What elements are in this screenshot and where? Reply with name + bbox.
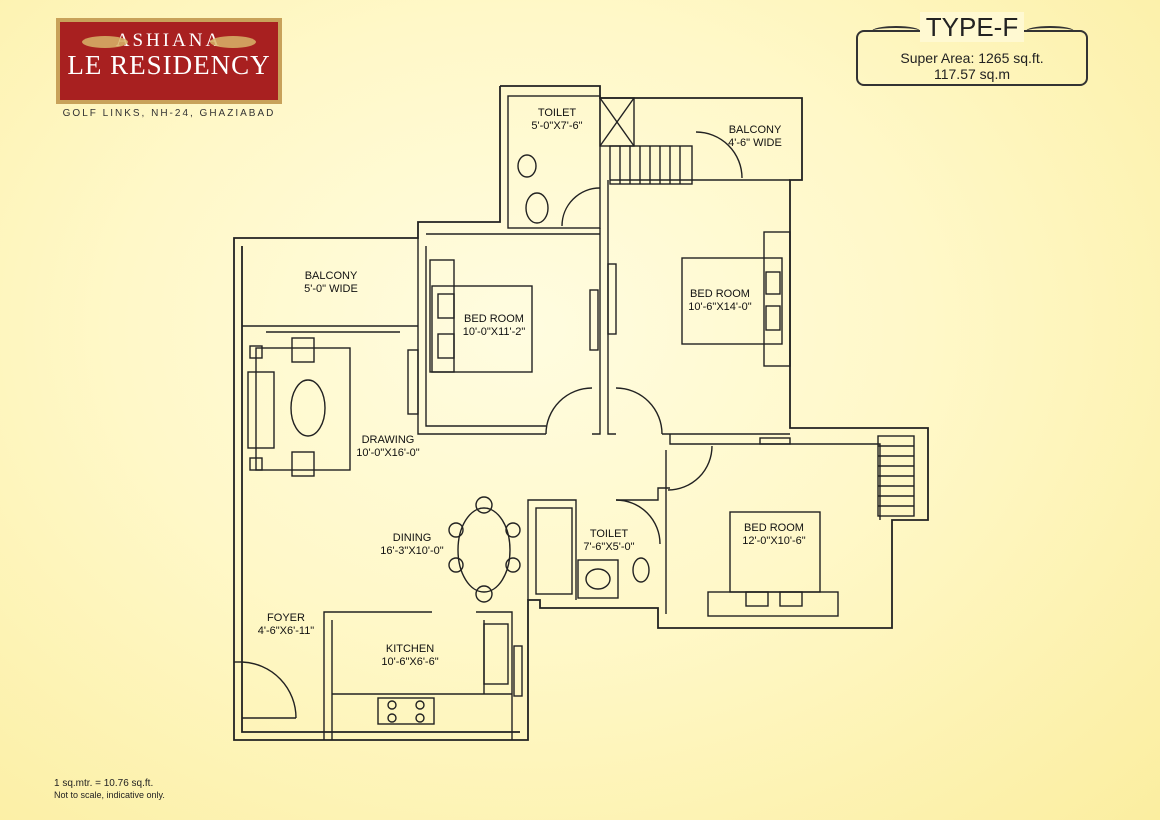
kitchen-name: KITCHEN <box>385 643 435 655</box>
toilet-mid-name: TOILET <box>589 528 629 540</box>
dining-size: 16'-3"X10'-0" <box>380 545 444 557</box>
balcony-left-name: BALCONY <box>304 270 358 282</box>
metric-area: 117.57 sq.m <box>933 66 1010 82</box>
bedroom-center-size: 10'-0"X11'-2" <box>462 326 526 338</box>
foyer-entry <box>234 661 297 719</box>
label-toilet-mid: TOILET 7'-6"X5'-0" <box>574 528 644 554</box>
toilet-top-name: TOILET <box>537 107 577 119</box>
label-bedroom-right: BED ROOM 10'-6"X14'-0" <box>680 288 760 314</box>
label-foyer: FOYER 4'-6"X6'-11" <box>248 612 324 638</box>
label-balcony-left: BALCONY 5'-0" WIDE <box>286 270 376 296</box>
ornament-right-icon <box>1026 26 1074 36</box>
toilet-top-walls <box>507 95 635 229</box>
label-bedroom-center: BED ROOM 10'-0"X11'-2" <box>454 313 534 339</box>
dining-name: DINING <box>392 532 432 544</box>
bedroom-right-size: 10'-6"X14'-0" <box>688 301 752 313</box>
disclaimer-note: Not to scale, indicative only. <box>54 790 165 800</box>
kitchen-walls <box>323 611 523 740</box>
balcony-right-name: BALCONY <box>728 124 782 136</box>
bedroom-center-walls <box>417 228 617 435</box>
label-toilet-top: TOILET 5'-0"X7'-6" <box>522 107 592 133</box>
drawing-size: 10'-0"X16'-0" <box>356 447 420 459</box>
outer-walls <box>233 85 929 741</box>
logo-tagline: GOLF LINKS, NH-24, GHAZIABAD <box>62 108 276 119</box>
drawing-name: DRAWING <box>361 434 415 446</box>
brand-logo: ASHIANA LE RESIDENCY <box>56 18 282 104</box>
logo-line1: ASHIANA <box>115 30 223 51</box>
logo-swirl-left <box>82 36 128 48</box>
drawing-furniture <box>247 337 419 477</box>
kitchen-size: 10'-6"X6'-6" <box>381 656 439 668</box>
ornament-left-icon <box>872 26 920 36</box>
bedroom-right-walls <box>607 179 791 435</box>
label-balcony-right: BALCONY 4'-6" WIDE <box>712 124 798 150</box>
balcony-left-size: 5'-0" WIDE <box>304 283 358 295</box>
logo-line2: LE RESIDENCY <box>67 50 271 80</box>
conversion-note: 1 sq.mtr. = 10.76 sq.ft. <box>54 778 154 789</box>
foyer-size: 4'-6"X6'-11" <box>257 625 315 637</box>
toilet-top-size: 5'-0"X7'-6" <box>531 120 583 132</box>
balcony-right <box>609 131 743 185</box>
bedroom-bottom-walls <box>665 434 915 617</box>
dining-table <box>448 496 521 603</box>
foyer-name: FOYER <box>267 612 305 624</box>
label-drawing: DRAWING 10'-0"X16'-0" <box>348 434 428 460</box>
bedroom-center-name: BED ROOM <box>464 313 524 325</box>
label-bedroom-bottom: BED ROOM 12'-0"X10'-6" <box>734 522 814 548</box>
toilet-mid-walls <box>527 487 670 600</box>
super-area: Super Area: 1265 sq.ft. <box>900 50 1044 66</box>
logo-swirl-right <box>210 36 256 48</box>
label-kitchen: KITCHEN 10'-6"X6'-6" <box>370 643 450 669</box>
bedroom-right-name: BED ROOM <box>690 288 750 300</box>
bedroom-bottom-name: BED ROOM <box>744 522 804 534</box>
balcony-right-size: 4'-6" WIDE <box>728 137 782 149</box>
label-dining: DINING 16'-3"X10'-0" <box>374 532 450 558</box>
balcony-left <box>242 325 418 333</box>
bedroom-bottom-size: 12'-0"X10'-6" <box>742 535 806 547</box>
toilet-mid-size: 7'-6"X5'-0" <box>583 541 635 553</box>
type-title-text: TYPE-F <box>919 12 1025 42</box>
type-title: TYPE-F <box>856 12 1088 43</box>
